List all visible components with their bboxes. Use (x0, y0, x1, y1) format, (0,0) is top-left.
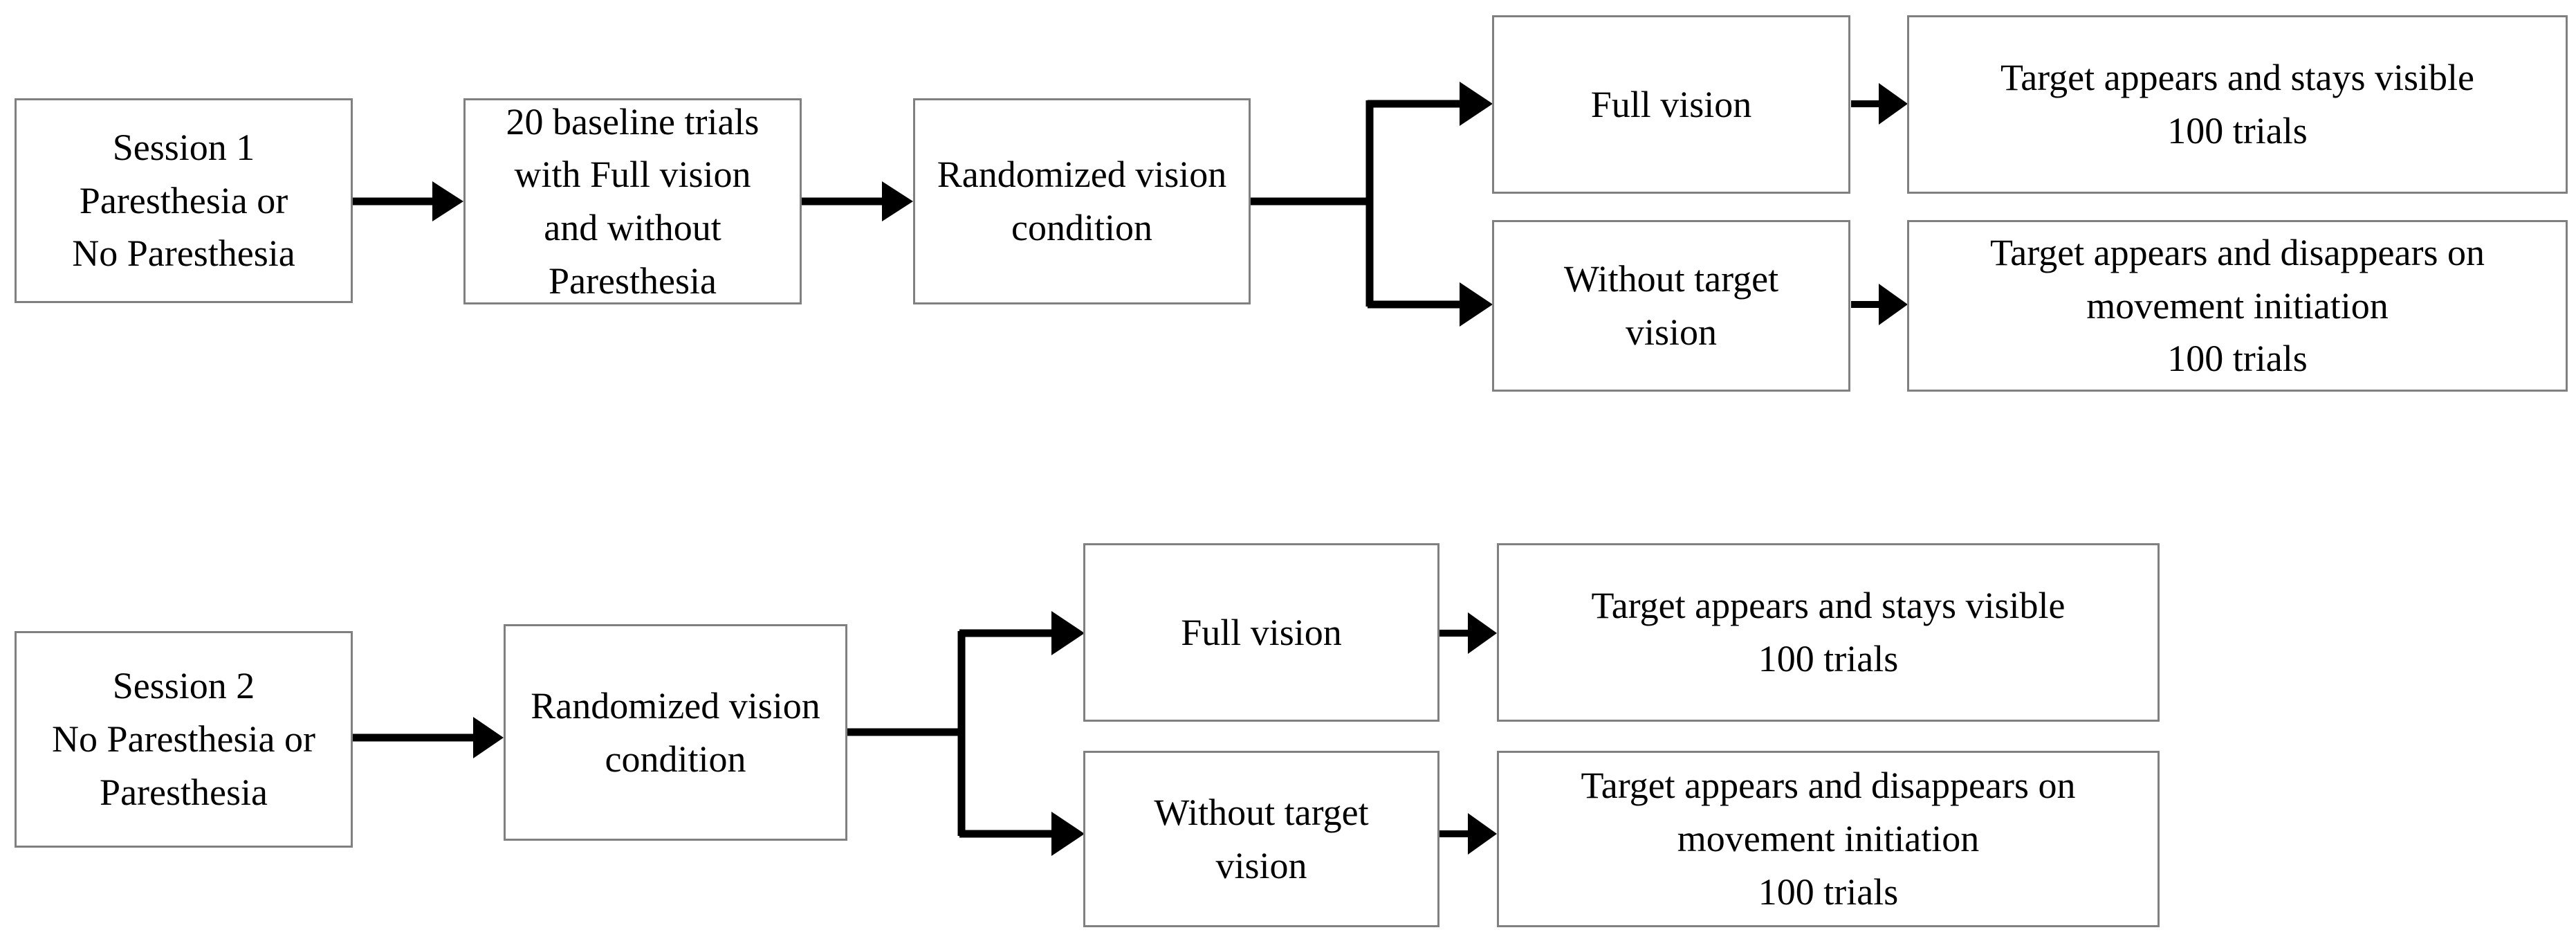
arrow-split-to-without-target-vision-s1 (1368, 282, 1493, 327)
node-session1-randomized-vision[interactable]: Randomized vision condition (913, 98, 1251, 304)
node-session2-start[interactable]: Session 2 No Paresthesia or Paresthesia (15, 631, 353, 848)
arrow-without-target-vision-to-outcome-s1 (1851, 284, 1908, 325)
node-session2-outcome-full-vision-label: Target appears and stays visible 100 tri… (1591, 585, 2066, 680)
node-session2-branch-full-vision-label: Full vision (1181, 611, 1342, 653)
arrow-randomized-split-trunk-s1 (1251, 100, 1374, 307)
node-session2-outcome-without-target-vision-label: Target appears and disappears on movemen… (1581, 765, 2076, 913)
arrow-full-vision-to-outcome-s2 (1439, 612, 1497, 654)
node-session2-outcome-full-vision[interactable]: Target appears and stays visible 100 tri… (1497, 543, 2160, 722)
node-session1-baseline[interactable]: 20 baseline trials with Full vision and … (463, 98, 802, 304)
node-session2-randomized-vision-label: Randomized vision condition (531, 684, 820, 780)
arrow-without-target-vision-to-outcome-s2 (1439, 813, 1497, 855)
arrow-full-vision-to-outcome-s1 (1851, 83, 1908, 125)
node-session2-branch-without-target-vision[interactable]: Without target vision (1083, 751, 1439, 927)
arrow-split-to-full-vision-s2 (959, 611, 1085, 655)
node-session1-outcome-without-target-vision-label: Target appears and disappears on movemen… (1990, 231, 2485, 380)
arrow-baseline-to-randomized (802, 181, 913, 221)
arrow-split-to-full-vision-s1 (1368, 82, 1493, 126)
node-session1-outcome-full-vision[interactable]: Target appears and stays visible 100 tri… (1907, 15, 2568, 194)
node-session1-branch-full-vision[interactable]: Full vision (1492, 15, 1850, 194)
node-session1-outcome-without-target-vision[interactable]: Target appears and disappears on movemen… (1907, 220, 2568, 392)
node-session2-start-label: Session 2 No Paresthesia or Paresthesia (52, 665, 315, 813)
node-session1-start[interactable]: Session 1 Paresthesia or No Paresthesia (15, 98, 353, 303)
node-session2-randomized-vision[interactable]: Randomized vision condition (504, 624, 847, 841)
arrow-randomized-split-trunk-s2 (847, 631, 966, 836)
node-session1-start-label: Session 1 Paresthesia or No Paresthesia (72, 126, 295, 275)
node-session1-branch-full-vision-label: Full vision (1590, 83, 1752, 125)
node-session2-branch-full-vision[interactable]: Full vision (1083, 543, 1439, 722)
node-session1-branch-without-target-vision[interactable]: Without target vision (1492, 220, 1850, 392)
node-session1-baseline-label: 20 baseline trials with Full vision and … (506, 100, 760, 302)
arrow-session2-to-randomized (353, 717, 504, 758)
node-session1-branch-without-target-vision-label: Without target vision (1563, 258, 1779, 353)
arrow-session1-to-baseline (353, 181, 463, 221)
node-session1-outcome-full-vision-label: Target appears and stays visible 100 tri… (2000, 57, 2475, 152)
node-session2-branch-without-target-vision-label: Without target vision (1154, 791, 1369, 886)
node-session1-randomized-vision-label: Randomized vision condition (937, 154, 1227, 248)
arrow-split-to-without-target-vision-s2 (959, 812, 1085, 856)
node-session2-outcome-without-target-vision[interactable]: Target appears and disappears on movemen… (1497, 751, 2160, 927)
